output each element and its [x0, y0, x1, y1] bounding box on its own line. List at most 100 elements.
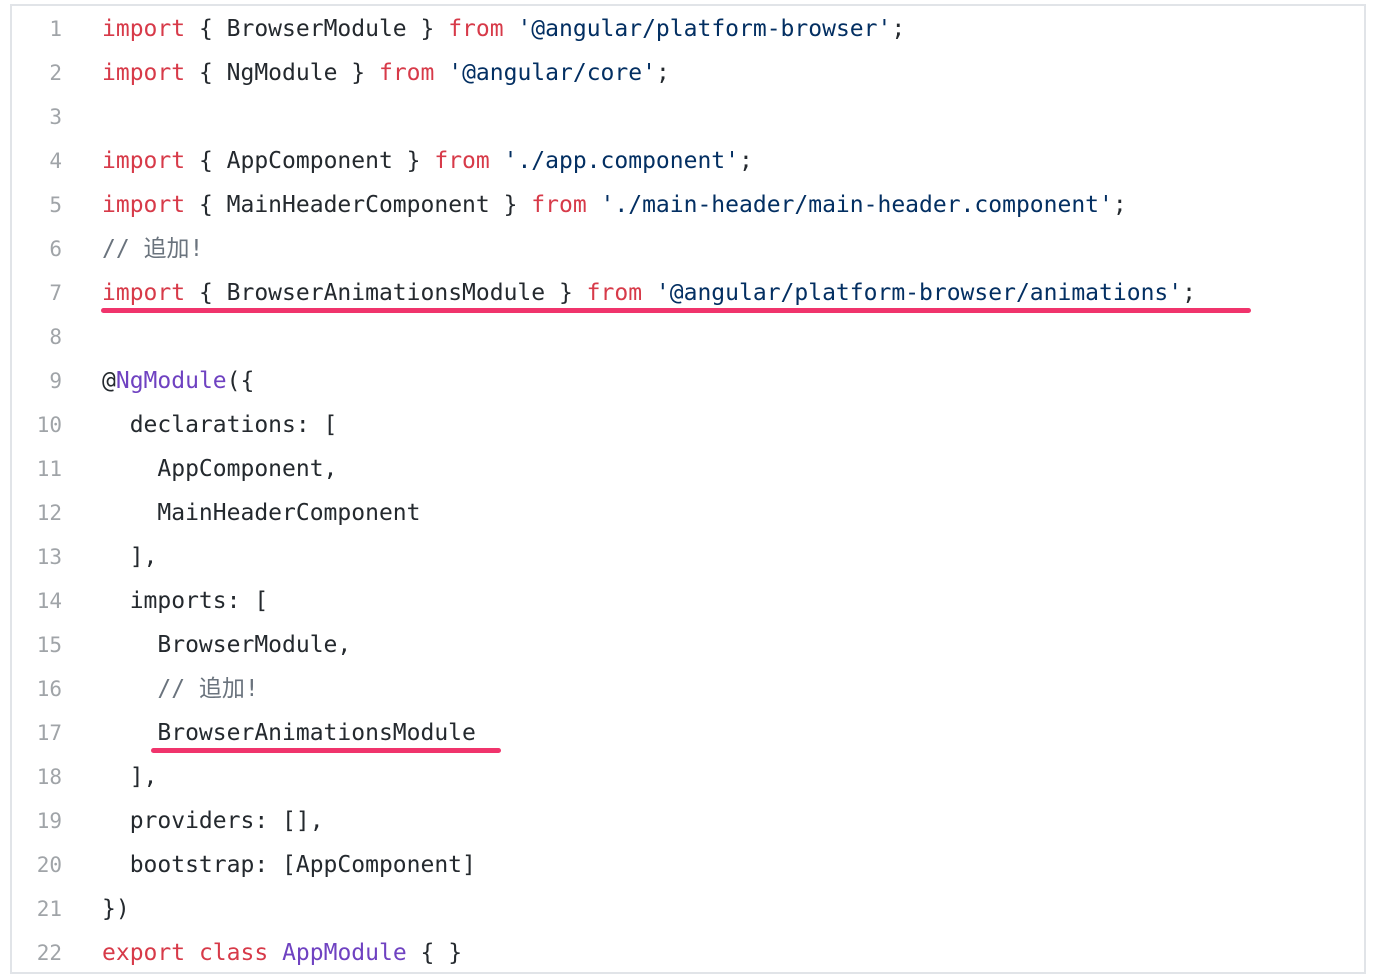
code-token: '@angular/platform-browser/animations' — [655, 280, 1183, 306]
code-token: NgModule — [115, 368, 227, 394]
code-token: // 追加! — [102, 236, 204, 262]
code-token: AppComponent, — [102, 456, 338, 482]
code-token — [642, 280, 656, 306]
code-token: ({ — [226, 368, 255, 394]
code-token: ], — [102, 544, 158, 570]
line-number: 12 — [36, 501, 62, 525]
line-number: 4 — [49, 149, 62, 173]
code-token: from — [448, 16, 504, 42]
line-number: 14 — [36, 589, 62, 613]
code-line: 10 declarations: [ — [12, 403, 1364, 447]
line-content: }) — [102, 887, 130, 931]
code-token: ; — [1182, 280, 1196, 306]
code-token: BrowserModule, — [102, 632, 352, 658]
code-line: 22 export class AppModule { } — [12, 931, 1364, 972]
line-number: 16 — [36, 677, 62, 701]
code-line: 8 — [12, 315, 1364, 359]
line-number: 1 — [49, 17, 62, 41]
code-token: { } — [406, 940, 463, 966]
line-content: AppComponent, — [102, 447, 337, 491]
code-line: 16 // 追加! — [12, 667, 1364, 711]
code-line: 20 bootstrap: [AppComponent] — [12, 843, 1364, 887]
code-token: MainHeaderComponent — [102, 500, 421, 526]
line-number: 10 — [36, 413, 62, 437]
code-line: 4 import { AppComponent } from './app.com… — [12, 139, 1364, 183]
code-token — [504, 16, 518, 42]
code-line: 9 @NgModule({ — [12, 359, 1364, 403]
line-number: 22 — [36, 941, 62, 965]
code-token: from — [378, 60, 435, 86]
line-number: 11 — [36, 457, 62, 481]
line-content: import { BrowserAnimationsModule } from … — [102, 271, 1196, 315]
line-number: 5 — [49, 193, 62, 217]
highlight-underline-module — [151, 748, 501, 753]
code-token: AppModule — [282, 940, 407, 966]
line-content: import { NgModule } from '@angular/core'… — [102, 51, 670, 95]
code-token: class — [198, 940, 269, 966]
line-number: 8 — [49, 325, 62, 349]
line-number: 18 — [36, 765, 62, 789]
code-line: 11 AppComponent, — [12, 447, 1364, 491]
code-token: import — [102, 60, 186, 86]
code-token: }) — [102, 896, 130, 922]
code-token: './app.component' — [503, 148, 739, 174]
code-token: import — [102, 192, 186, 218]
line-number: 21 — [36, 897, 62, 921]
line-content: imports: [ — [102, 579, 268, 623]
line-number: 2 — [49, 61, 62, 85]
highlight-underline-import — [101, 308, 1251, 313]
code-line: 2 import { NgModule } from '@angular/core… — [12, 51, 1364, 95]
code-line: 13 ], — [12, 535, 1364, 579]
line-content: ], — [102, 755, 158, 799]
line-content: bootstrap: [AppComponent] — [102, 843, 476, 887]
line-content: @NgModule({ — [102, 359, 254, 403]
line-number: 3 — [49, 105, 62, 129]
line-content: declarations: [ — [102, 403, 338, 447]
code-token: import — [102, 280, 186, 306]
code-token: ], — [102, 764, 158, 790]
code-line: 5 import { MainHeaderComponent } from './… — [12, 183, 1364, 227]
line-number: 9 — [49, 369, 62, 393]
code-token: import — [102, 148, 186, 174]
line-number: 7 — [49, 281, 62, 305]
code-token: ; — [739, 148, 753, 174]
code-line: 17 BrowserAnimationsModule — [12, 711, 1364, 755]
code-token: './main-header/main-header.component' — [600, 192, 1113, 218]
line-number: 15 — [36, 633, 62, 657]
code-token: imports: [ — [102, 588, 269, 614]
line-content: MainHeaderComponent — [102, 491, 421, 535]
code-line: 15 BrowserModule, — [12, 623, 1364, 667]
code-token: { MainHeaderComponent } — [185, 192, 532, 218]
code-line: 18 ], — [12, 755, 1364, 799]
code-line: 19 providers: [], — [12, 799, 1364, 843]
code-token: { BrowserModule } — [185, 16, 449, 42]
code-token: declarations: [ — [102, 412, 338, 438]
code-line: 1 import { BrowserModule } from '@angular… — [12, 7, 1364, 51]
code-token: ; — [1112, 192, 1127, 218]
code-token: BrowserAnimationsModule — [102, 720, 476, 746]
code-token: from — [586, 280, 643, 306]
code-token: '@angular/core' — [448, 60, 656, 86]
code-token: bootstrap: [AppComponent] — [102, 852, 476, 878]
code-token: { AppComponent } — [185, 148, 435, 174]
line-number: 17 — [36, 721, 62, 745]
line-content: import { BrowserModule } from '@angular/… — [102, 7, 905, 51]
line-number: 6 — [49, 237, 62, 261]
line-number: 19 — [36, 809, 62, 833]
code-token: providers: [], — [102, 808, 324, 834]
line-content: BrowserModule, — [102, 623, 351, 667]
code-token: { BrowserAnimationsModule } — [185, 280, 587, 306]
code-block: 1 import { BrowserModule } from '@angular… — [10, 4, 1366, 974]
code-line: 14 imports: [ — [12, 579, 1364, 623]
code-token: from — [531, 192, 587, 218]
code-line: 3 — [12, 95, 1364, 139]
code-token — [185, 940, 199, 966]
line-content: export class AppModule { } — [102, 931, 463, 972]
line-number: 13 — [36, 545, 62, 569]
code-token — [490, 148, 504, 174]
code-token — [587, 192, 601, 218]
line-content: import { AppComponent } from './app.comp… — [102, 139, 753, 183]
code-line: 12 MainHeaderComponent — [12, 491, 1364, 535]
code-line: 7 import { BrowserAnimationsModule } from… — [12, 271, 1364, 315]
line-number: 20 — [36, 853, 62, 877]
